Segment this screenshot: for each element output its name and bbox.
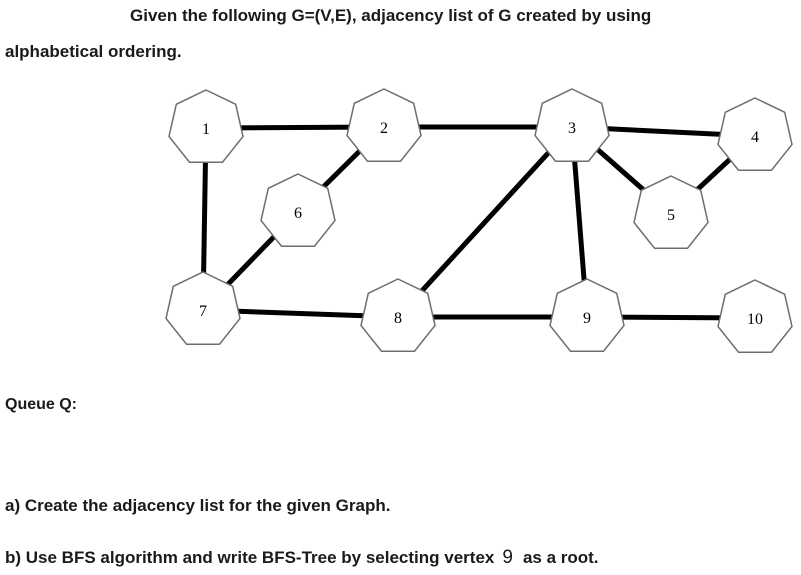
vertex-shape [165,271,241,345]
vertex-shape [260,173,336,247]
vertex-7: 7 [165,271,241,345]
vertex-label: 1 [202,121,210,138]
part-b-after: as a root. [522,548,599,567]
vertex-shape [360,278,436,352]
root-vertex: 9 [502,547,513,568]
vertex-label: 4 [751,129,759,146]
vertex-3: 3 [534,88,610,162]
question-line-2: alphabetical ordering. [5,42,182,61]
vertex-10: 10 [717,279,793,353]
vertex-label: 9 [583,310,591,327]
edge-3-8 [396,125,574,319]
vertex-2: 2 [346,88,422,162]
vertex-shape [534,88,610,162]
vertex-label: 8 [394,310,402,327]
vertex-4: 4 [717,97,793,171]
vertex-label: 6 [294,205,302,222]
vertex-shape [717,279,793,353]
queue-label: Queue Q: [5,396,78,413]
vertex-8: 8 [360,278,436,352]
vertex-label: 2 [380,120,388,137]
vertex-shape [549,278,625,352]
vertex-label: 3 [568,120,576,137]
vertex-6: 6 [260,173,336,247]
vertex-5: 5 [633,175,709,249]
vertex-label: 7 [199,303,207,320]
part-a-text: a) Create the adjacency list for the giv… [5,496,391,515]
part-b-before: b) Use BFS algorithm and write BFS-Tree … [5,548,495,567]
vertex-1: 1 [168,89,244,163]
vertex-shape [168,89,244,163]
vertex-shape [346,88,422,162]
vertex-shape [633,175,709,249]
vertex-label: 10 [747,311,763,328]
vertex-9: 9 [549,278,625,352]
part-b-text: b) Use BFS algorithm and write BFS-Tree … [5,547,599,569]
vertex-label: 5 [667,207,675,224]
question-line-1: Given the following G=(V,E), adjacency l… [130,6,652,25]
vertex-shape [717,97,793,171]
